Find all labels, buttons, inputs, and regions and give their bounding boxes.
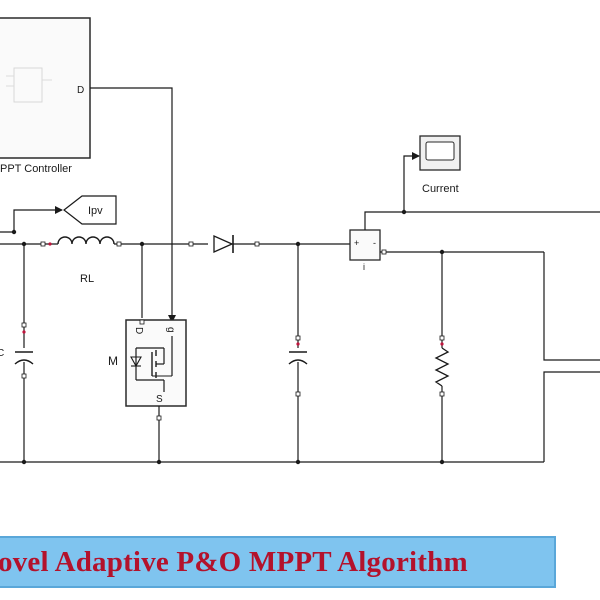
banner-title: ovel Adaptive P&O MPPT Algorithm xyxy=(0,545,468,578)
ipv-goto-tag[interactable]: Ipv xyxy=(63,195,117,225)
mosfet-source-port: S xyxy=(156,394,163,405)
inductor-rl[interactable] xyxy=(57,236,115,245)
title-banner: ovel Adaptive P&O MPPT Algorithm xyxy=(0,536,556,588)
capacitor-in-label: C xyxy=(0,348,4,359)
mosfet-symbol-icon xyxy=(130,336,173,392)
current-sensor[interactable]: + - xyxy=(349,229,381,261)
resistor-load[interactable] xyxy=(434,347,450,387)
controller-output-port-d: D xyxy=(77,85,84,96)
capacitor-out[interactable] xyxy=(288,351,308,365)
mosfet-gate-port: g xyxy=(165,327,176,333)
controller-name-label: PPT Controller xyxy=(0,163,72,175)
mosfet-label: M xyxy=(108,354,118,368)
inductor-label: RL xyxy=(80,273,94,285)
scope-screen-icon xyxy=(425,141,455,161)
scope-current[interactable] xyxy=(419,135,461,171)
junction-dots xyxy=(11,209,445,465)
red-polarity-marks xyxy=(22,242,444,346)
capacitor-in[interactable] xyxy=(14,351,34,365)
controller-inner-icon xyxy=(13,67,43,103)
mosfet-drain-port: D xyxy=(133,327,144,334)
mosfet-block[interactable]: D g S xyxy=(125,319,187,407)
ipv-tag-label: Ipv xyxy=(88,205,103,217)
mppt-controller-block[interactable]: D xyxy=(0,17,91,159)
ipv-signal-wire xyxy=(0,206,63,233)
sensor-to-scope-wire xyxy=(364,152,420,230)
diode[interactable] xyxy=(213,234,234,254)
sensor-measure-label: i xyxy=(363,262,365,272)
sensor-plus-port: + xyxy=(354,238,359,248)
port-connection-dots xyxy=(21,241,445,421)
wire-to-right-top xyxy=(543,252,600,361)
wire-to-right-bottom xyxy=(543,371,600,462)
scope-label: Current xyxy=(422,183,459,195)
sensor-minus-port: - xyxy=(373,238,376,248)
